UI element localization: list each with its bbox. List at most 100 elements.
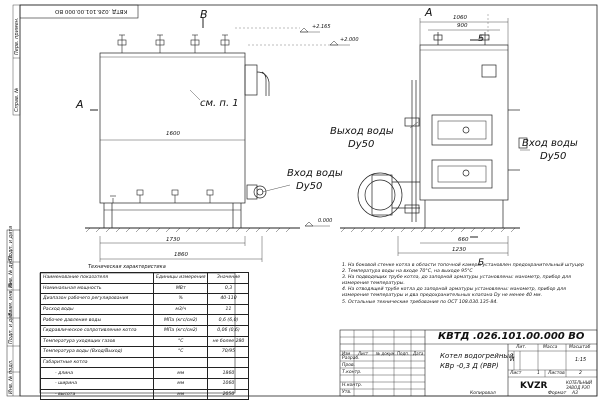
water-inlet-size: Dy50 [296, 181, 323, 192]
role-ncontrol: Н.контр. [342, 383, 363, 388]
lit-value: И [510, 356, 515, 363]
view-letter: Б [478, 34, 485, 44]
cell: мм [152, 388, 209, 400]
role-approve: Утв. [342, 390, 352, 395]
mass-label: Масса [543, 345, 558, 350]
note-line: измерения температуры. [342, 281, 405, 287]
col-doc: № докум. [376, 351, 396, 356]
role-tcontrol: Т.контр. [342, 370, 362, 375]
note-line: 3. На подводящих трубе котла, до запорно… [342, 275, 571, 281]
dim-900: 900 [457, 23, 468, 29]
cell: 0,6 (6,0) [207, 314, 250, 326]
cell: % [152, 293, 209, 305]
cell: 0,06 (0,6) [207, 324, 250, 337]
note-line: 1. На боковой стенке котла в области топ… [342, 263, 584, 268]
cell: Габаритные котла [40, 356, 154, 369]
cell: 1060 [207, 377, 250, 390]
table-header-row: Наименование показателя Единицы измерени… [40, 272, 250, 284]
cell: 2050 [207, 388, 250, 400]
col-izm: Изм [342, 351, 351, 356]
cell: °С [152, 346, 209, 358]
cell: МПа (кгс/см2) [152, 314, 209, 326]
table-row: Габаритные котла [40, 356, 250, 369]
cell: 70/95 [207, 346, 250, 358]
spec-table: Наименование показателя Единицы измерени… [40, 272, 250, 400]
side-view [340, 14, 530, 256]
dim-1060: 1060 [453, 15, 467, 21]
sheet-label: Лист [510, 371, 522, 376]
cell: МВт [152, 282, 209, 295]
cell: Диапазон рабочего регулирования [40, 293, 154, 305]
scale-label: Масштаб [569, 345, 591, 350]
water-inlet-size: Dy50 [540, 151, 567, 162]
cell: Температура уходящих газов [40, 335, 154, 348]
dim-1230: 1230 [452, 247, 466, 253]
scale-value: 1:15 [575, 357, 587, 363]
margin-label: Инв. № подл. [8, 359, 14, 395]
cell: 0,3 [207, 282, 250, 295]
margin-label: Справ. № [14, 87, 20, 112]
format-label: Формат [548, 391, 567, 396]
level-mark: +2.000 [340, 37, 359, 43]
cell: м3/ч [152, 303, 209, 316]
rotated-code-box [19, 4, 139, 19]
water-inlet-label: Вход воды [522, 138, 578, 149]
view-letter: B [200, 8, 208, 21]
cell: Рабочее давление воды [40, 314, 154, 326]
col-list: Лист [358, 351, 369, 356]
product-name: Котел водогрейный [440, 352, 514, 360]
water-outlet-label: Выход воды [330, 126, 394, 137]
view-letter: A [425, 6, 433, 19]
level-mark: 0.000 [318, 218, 333, 224]
dim-1730: 1730 [166, 237, 180, 243]
front-view [85, 18, 350, 262]
water-inlet-label: Вход воды [287, 168, 343, 179]
copy-label: Копировал [470, 391, 496, 396]
view-letter: Б [478, 258, 485, 268]
cell: мм [152, 367, 209, 379]
cell: Гидравлическое сопротивление котла [40, 324, 154, 337]
format-value: А3 [572, 391, 578, 396]
note-line: 4. На отводящей трубе котла до запорной … [342, 287, 566, 293]
company-logo: KVZR [520, 381, 548, 391]
lit-label: Лит. [516, 345, 527, 350]
spec-table-title: Техническая характеристика [88, 264, 166, 270]
note-line: 2. Температура воды на входе 70°С, на вы… [342, 269, 473, 275]
column-header: Наименование показателя [40, 272, 154, 284]
cell: 40-110 [207, 293, 250, 305]
col-sign: Подп. [397, 351, 410, 356]
sheets-label: Листов [548, 371, 565, 376]
document-code: КВТД .026.101.00.000 ВО [438, 331, 585, 342]
level-mark: +2.165 [312, 24, 331, 30]
see-note-label: см. п. 1 [200, 98, 239, 109]
cell: - высота [40, 388, 154, 400]
column-header: Значение [207, 272, 250, 284]
view-letter: A [76, 98, 84, 111]
cell: МПа (кгс/см2) [152, 324, 209, 337]
product-model: КВр -0,3 Д (РВР) [440, 362, 499, 370]
rotated-drawing-code: КВТД .026.101.00.000 ВО [55, 8, 128, 14]
role-dev: Разраб. [342, 356, 360, 361]
note-line: 5. Остальные технические требования по О… [342, 299, 498, 305]
note-line: измерения температуры и два предохраните… [342, 293, 543, 299]
water-outlet-size: Dy50 [348, 139, 375, 150]
cell: °С [152, 335, 209, 348]
technical-notes: 1. На боковой стенке котла в области топ… [342, 263, 597, 306]
company-name: ЗАВОД РЭП [566, 385, 590, 390]
company-name: КОТЕЛЬНЫЙ [566, 380, 592, 385]
dim-1860: 1860 [174, 252, 188, 258]
cell: Температура воды (Вход/Выход) [40, 346, 154, 358]
table-row: Диапазон рабочего регулирования%40-110 [40, 293, 250, 305]
margin-label: Подп. и дата [8, 309, 14, 344]
cell: 11 [207, 303, 250, 316]
cell: Номинальная мощность [40, 282, 154, 295]
role-check: Пров. [342, 363, 356, 368]
dim-660: 660 [458, 237, 469, 243]
dim-1600: 1600 [166, 131, 180, 137]
col-date: Дата [413, 351, 424, 356]
cell: - длина [40, 367, 154, 379]
